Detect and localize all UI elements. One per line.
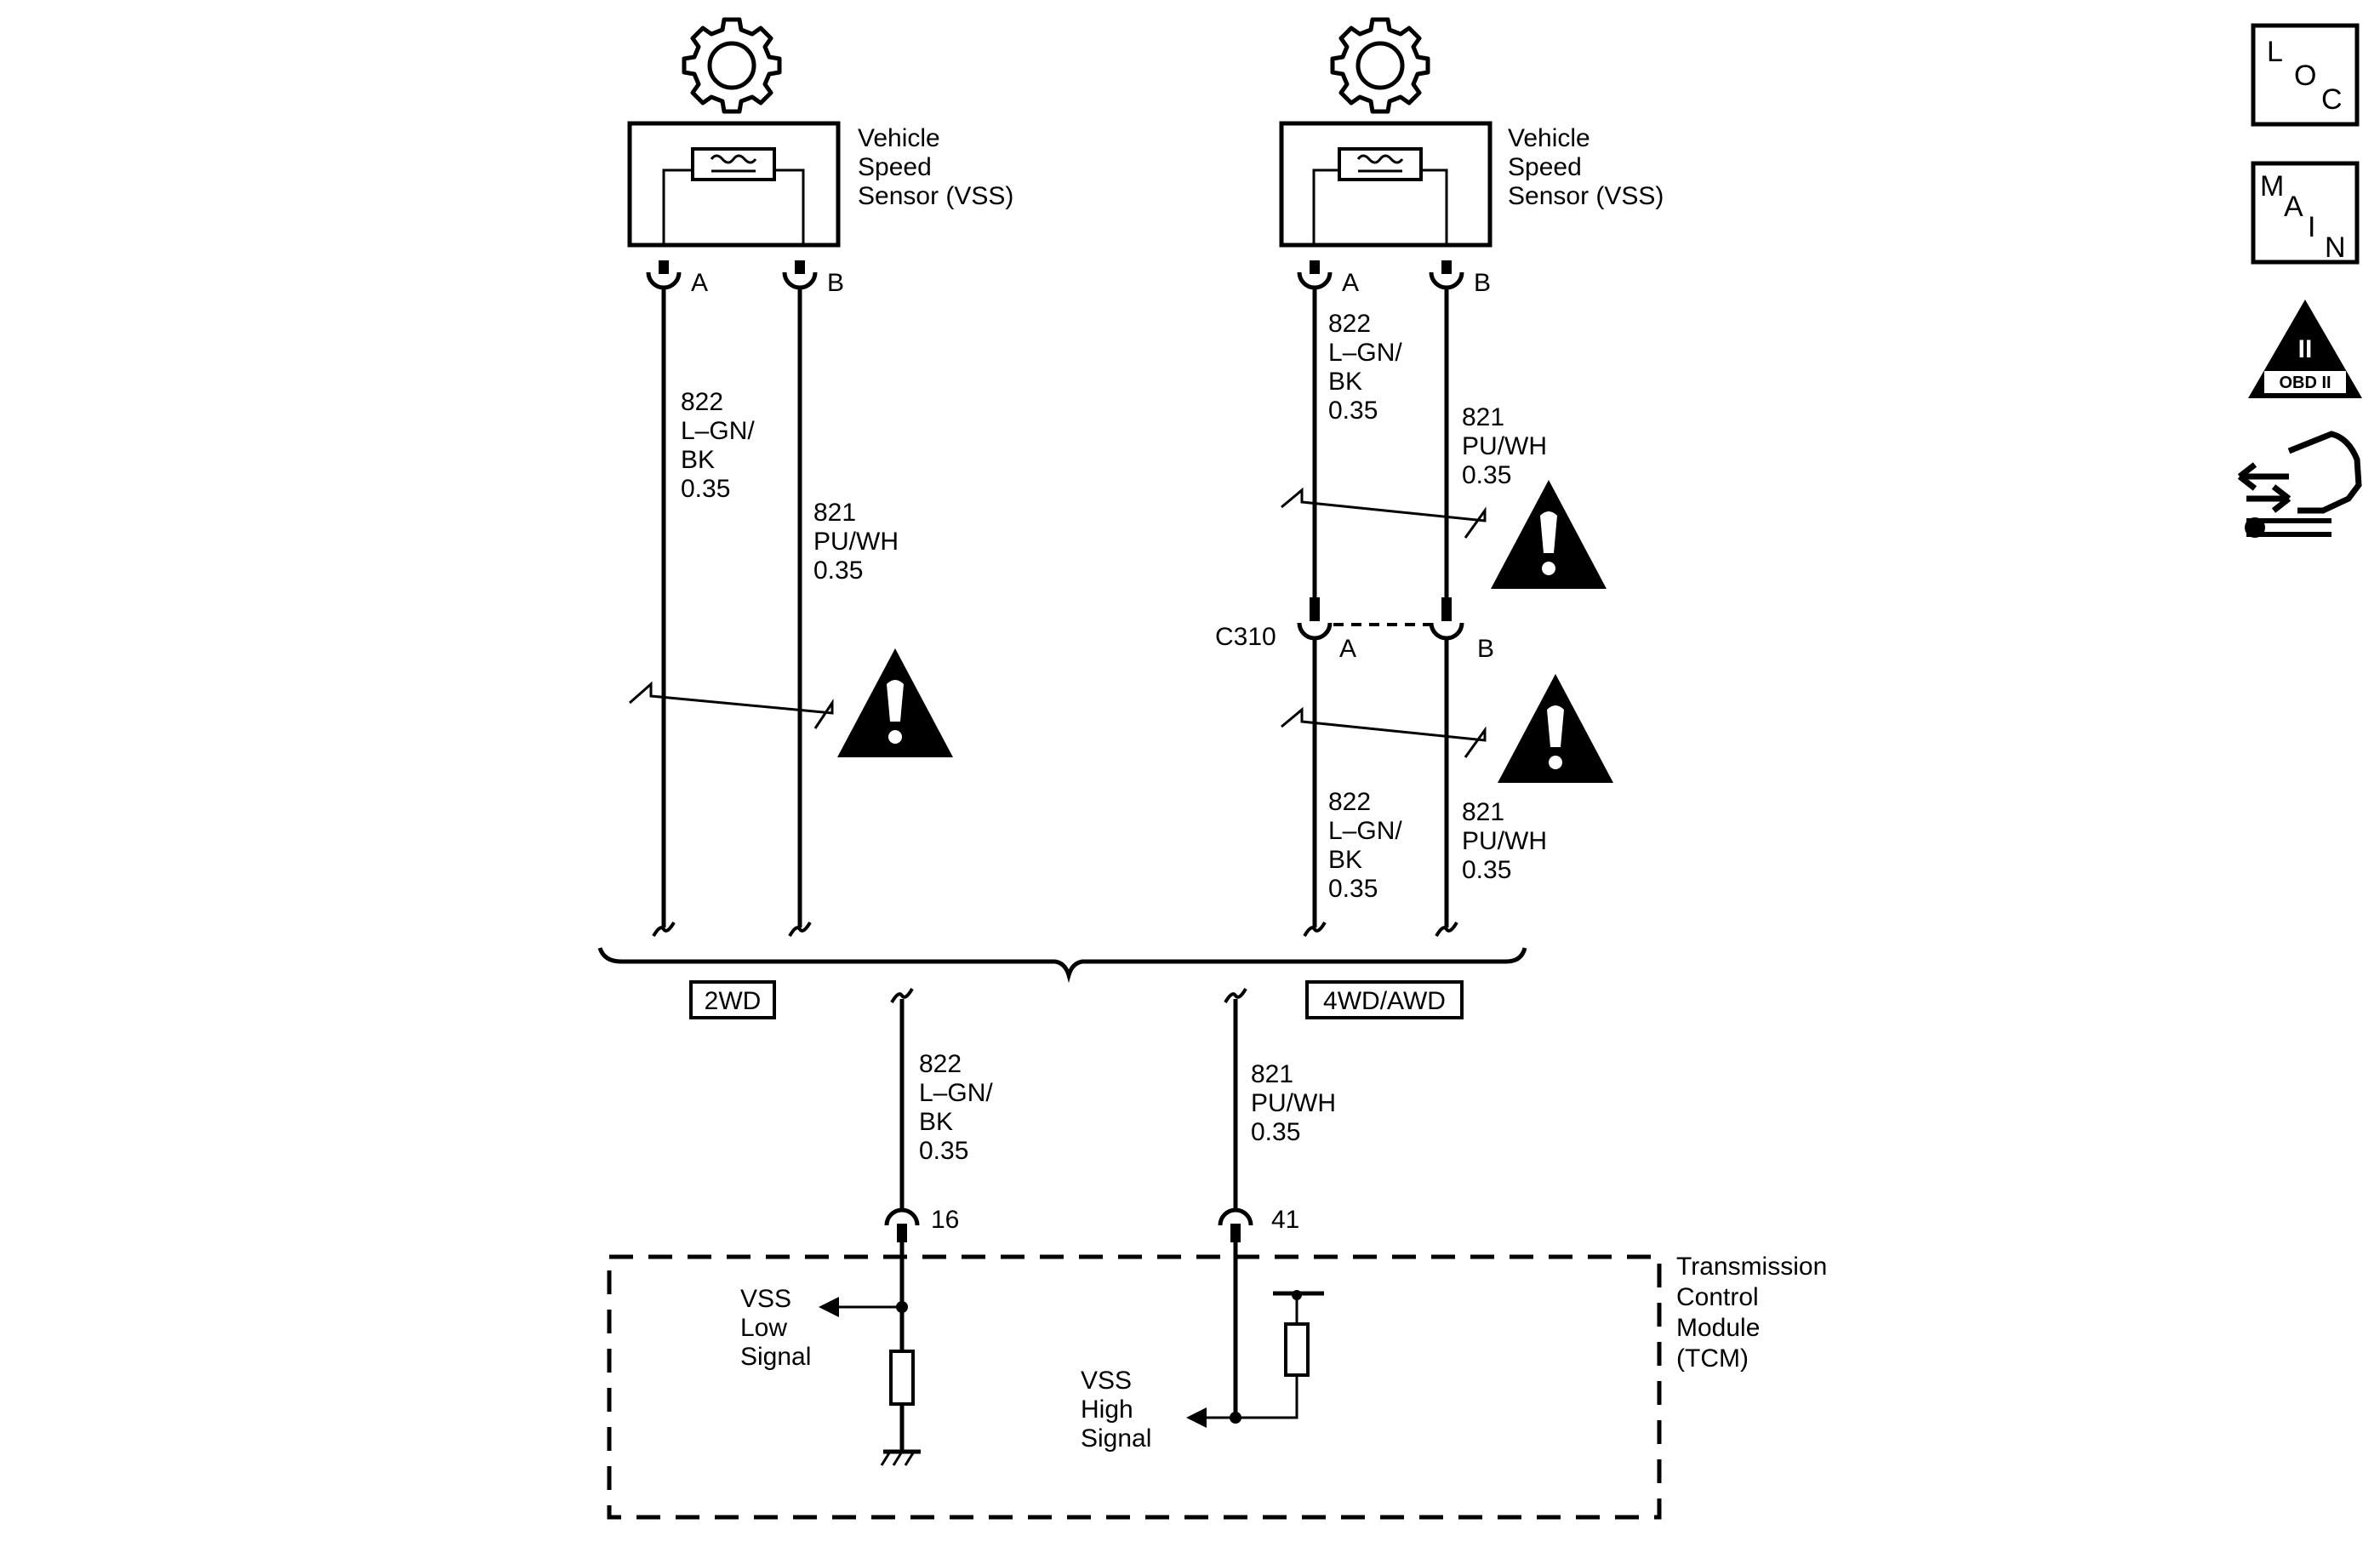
c310-pin-a: A bbox=[1339, 635, 1356, 663]
vss-2wd-sensor: Vehicle Speed Sensor (VSS) bbox=[627, 20, 1013, 248]
svg-text:I: I bbox=[2308, 211, 2315, 243]
main-icon[interactable]: M A I N bbox=[2251, 161, 2360, 265]
c310-label: C310 bbox=[1215, 623, 1276, 651]
svg-text:M: M bbox=[2260, 170, 2284, 203]
tcm-pin-41-label: 41 bbox=[1271, 1206, 1299, 1234]
vss-2wd-label: Vehicle Speed Sensor (VSS) bbox=[858, 124, 1013, 210]
tcm-high-circuit: VSS High Signal bbox=[1081, 1242, 1324, 1453]
arrow-left-icon bbox=[819, 1297, 839, 1317]
pullup-resistor bbox=[1284, 1322, 1310, 1377]
svg-text:C: C bbox=[2321, 83, 2343, 116]
wire-822-4wd-upper-label: 822 L–GN/ BK 0.35 bbox=[1328, 310, 1409, 425]
svg-text:OBD II: OBD II bbox=[2279, 374, 2331, 392]
twisted-pair-2wd bbox=[629, 681, 834, 729]
gear-icon bbox=[1333, 20, 1428, 111]
tcm-low-circuit: VSS Low Signal bbox=[740, 1242, 921, 1466]
svg-text:N: N bbox=[2325, 231, 2346, 264]
tcm-pin-16-label: 16 bbox=[931, 1206, 959, 1234]
vss-4wd-body bbox=[1279, 121, 1492, 248]
connector-c310: C310 A B bbox=[1215, 622, 1494, 663]
gear-icon bbox=[684, 20, 779, 111]
vss-2wd-pin-a-terminal bbox=[648, 260, 679, 288]
wire-821-4wd-lower-label: 821 PU/WH 0.35 bbox=[1462, 798, 1554, 884]
svg-text:II: II bbox=[2298, 335, 2313, 363]
wire-822-2wd-label: 822 L–GN/ BK 0.35 bbox=[681, 388, 762, 503]
tcm-module-box bbox=[607, 1254, 1662, 1520]
svg-text:L: L bbox=[2267, 36, 2283, 68]
vss-2wd-body bbox=[627, 121, 841, 248]
wire-822-4wd-lower-label: 822 L–GN/ BK 0.35 bbox=[1328, 788, 1409, 903]
c310-pin-b: B bbox=[1477, 635, 1494, 663]
vss-4wd-pin-b-terminal bbox=[1431, 260, 1462, 288]
option-brace bbox=[597, 947, 1527, 984]
obd-ii-icon[interactable]: II OBD II bbox=[2248, 300, 2362, 398]
vss-2wd-pin-a: A bbox=[691, 269, 708, 297]
tcm-label: Transmission Control Module (TCM) bbox=[1676, 1253, 1835, 1373]
warning-icon bbox=[837, 648, 953, 757]
connector-service-icon[interactable] bbox=[2237, 431, 2362, 538]
twisted-pair-4wd-upper bbox=[1281, 487, 1487, 539]
option-2wd-box: 2WD bbox=[689, 980, 776, 1019]
arrow-left-icon bbox=[1186, 1407, 1207, 1428]
vss-2wd-pin-b: B bbox=[827, 269, 844, 297]
option-4wd-label: 4WD/AWD bbox=[1323, 987, 1446, 1015]
vss-4wd-pin-a: A bbox=[1342, 269, 1359, 297]
wire-822-tcm-label: 822 L–GN/ BK 0.35 bbox=[919, 1050, 1000, 1165]
vss-2wd-pin-b-terminal bbox=[785, 260, 815, 288]
twisted-pair-4wd-lower bbox=[1281, 706, 1487, 758]
tcm-pin-41-terminal bbox=[1220, 1210, 1251, 1242]
vss-low-signal-label: VSS Low Signal bbox=[740, 1285, 811, 1371]
loc-icon[interactable]: L O C bbox=[2251, 23, 2360, 127]
option-2wd-label: 2WD bbox=[705, 987, 762, 1015]
svg-text:A: A bbox=[2284, 191, 2303, 223]
pulldown-resistor bbox=[889, 1350, 915, 1406]
wire-821-4wd-upper-label: 821 PU/WH 0.35 bbox=[1462, 403, 1554, 489]
warning-icon bbox=[1498, 674, 1613, 783]
tcm-pin-16-terminal bbox=[887, 1210, 917, 1242]
vss-4wd-pin-a-terminal bbox=[1299, 260, 1330, 288]
svg-text:O: O bbox=[2294, 60, 2316, 92]
vss-4wd-label: Vehicle Speed Sensor (VSS) bbox=[1508, 124, 1664, 210]
vss-4wd-sensor: Vehicle Speed Sensor (VSS) bbox=[1279, 20, 1664, 248]
vss-high-signal-label: VSS High Signal bbox=[1081, 1367, 1151, 1453]
wire-821-tcm-label: 821 PU/WH 0.35 bbox=[1251, 1060, 1343, 1146]
wire-821-2wd-label: 821 PU/WH 0.35 bbox=[813, 499, 905, 585]
option-4wd-box: 4WD/AWD bbox=[1305, 980, 1464, 1019]
vss-4wd-pin-b: B bbox=[1474, 269, 1491, 297]
warning-icon bbox=[1491, 480, 1607, 589]
